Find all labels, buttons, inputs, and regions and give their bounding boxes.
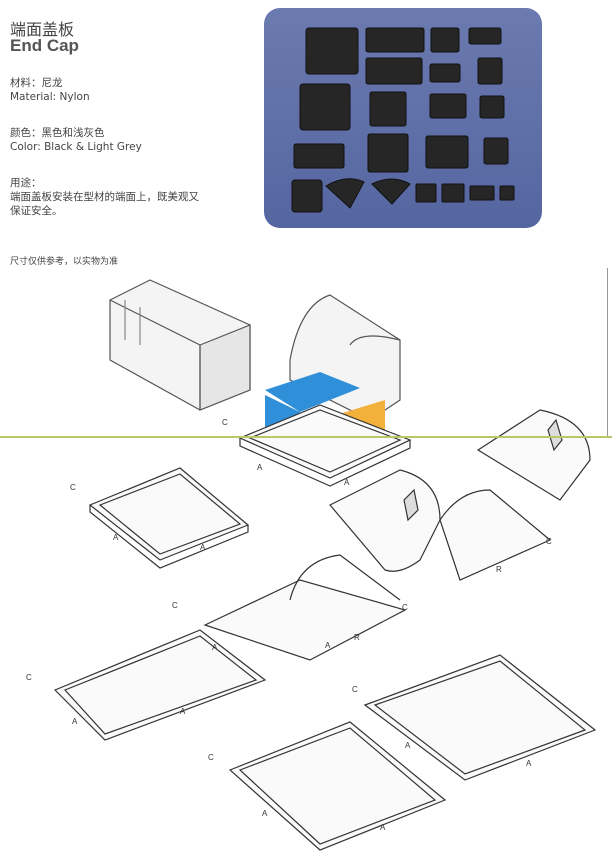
dim-c-6: C <box>26 673 32 682</box>
cap-long-left <box>53 629 267 741</box>
dim-c-5: C <box>402 603 408 612</box>
cap-quarter <box>439 489 552 581</box>
technical-drawing: C A A C A A C R C A A R C C A A C A A C … <box>26 279 597 851</box>
usage-block: 用途： 端面盖板安装在型材的端面上，既美观又 保证安全。 <box>10 176 199 218</box>
dim-c-4: C <box>172 601 178 610</box>
usage-line-1: 端面盖板安装在型材的端面上，既美观又 <box>10 191 199 203</box>
color-cn: 颜色：黑色和浅灰色 <box>10 127 105 139</box>
dim-a-10: A <box>526 759 532 768</box>
page-title-en: End Cap <box>10 36 79 55</box>
cap-long-mid <box>203 579 407 661</box>
cap-large-left <box>228 721 447 851</box>
cap-rounded-pin-2 <box>476 409 591 501</box>
usage-line-2: 保证安全。 <box>10 205 63 217</box>
material-block: 材料：尼龙 Material: Nylon <box>10 76 90 104</box>
dim-r-2: R <box>354 633 360 642</box>
cap-large-right <box>363 654 597 781</box>
usage-label: 用途： <box>10 177 42 189</box>
dim-a-1: A <box>257 463 263 472</box>
dim-c-8: C <box>208 753 214 762</box>
dim-a-12: A <box>380 823 386 832</box>
color-block: 颜色：黑色和浅灰色 Color: Black & Light Grey <box>10 126 142 154</box>
dim-a-4: A <box>200 543 206 552</box>
divider-line <box>0 436 612 438</box>
separator-vertical <box>607 268 608 436</box>
product-photo <box>264 8 542 228</box>
dim-a-7: A <box>72 717 78 726</box>
dim-a-11: A <box>262 809 268 818</box>
color-en: Color: Black & Light Grey <box>10 141 142 153</box>
dim-c-1: C <box>222 418 228 427</box>
dim-c-3: C <box>546 537 552 546</box>
material-cn: 材料：尼龙 <box>10 77 63 89</box>
dim-a-8: A <box>180 707 186 716</box>
dim-a-3: A <box>113 533 119 542</box>
dim-a-9: A <box>405 741 411 750</box>
dimension-note: 尺寸仅供参考，以实物为准 <box>10 257 119 267</box>
dim-c-7: C <box>352 685 358 694</box>
material-en: Material: Nylon <box>10 91 90 103</box>
page-title-cn: 端面盖板 <box>10 20 75 39</box>
cap-square-left <box>88 467 250 561</box>
dim-r-1: R <box>496 565 502 574</box>
end-cap-photo-graphic <box>291 27 515 213</box>
dim-a-2: A <box>344 478 350 487</box>
dim-a-6: A <box>325 641 331 650</box>
dim-c-2: C <box>70 483 76 492</box>
dim-a-5: A <box>212 643 218 652</box>
